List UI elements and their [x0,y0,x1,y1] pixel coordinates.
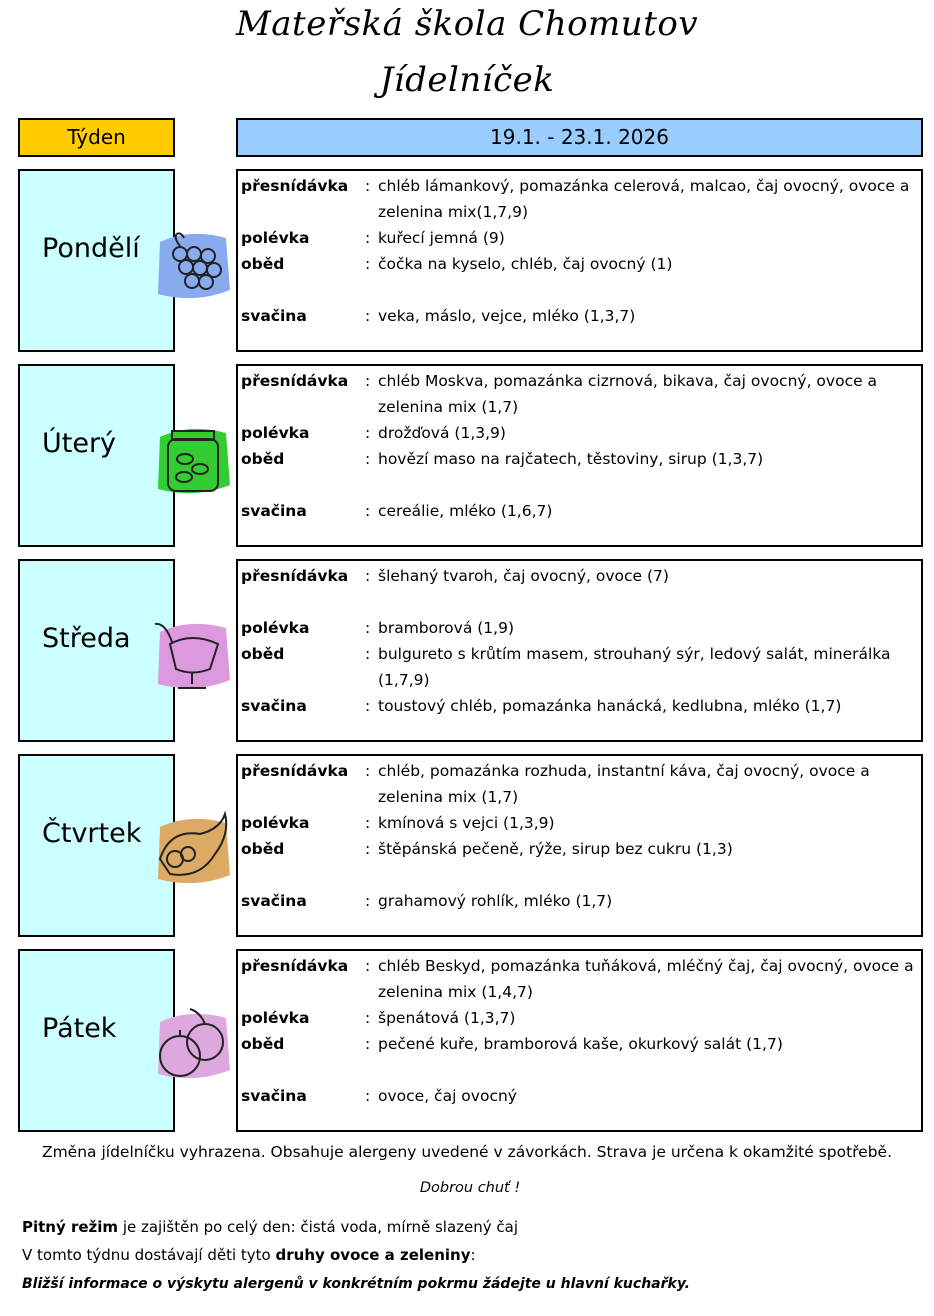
colon: : [365,840,371,858]
meal-label: přesnídávka [241,372,349,390]
fruit-pre: V tomto týdnu dostávají děti tyto [22,1246,276,1264]
colon: : [365,177,371,195]
meal-label: svačina [241,502,307,520]
colon: : [365,307,371,325]
colon: : [365,619,371,637]
day-name: Úterý [42,428,117,459]
sundae-icon [154,622,230,689]
meal-label: svačina [241,892,307,910]
meal-label: polévka [241,424,310,442]
menu-box: přesnídávka: chléb Moskva, pomazánka cizr… [236,364,923,547]
cornucopia-icon [158,810,230,884]
drinking-regime-text: je zajištěn po celý den: čistá voda, mír… [118,1218,519,1236]
meal-value: chléb Moskva, pomazánka cizrnová, bikava… [378,372,878,416]
meal-label: přesnídávka [241,177,349,195]
meal-value: toustový chléb, pomazánka hanácká, kedlu… [378,697,842,715]
day-box: Pondělí [18,169,175,352]
day-name: Čtvrtek [42,818,142,849]
meal-label: polévka [241,1009,310,1027]
menu-box: přesnídávka: chléb lámankový, pomazánka c… [236,169,923,352]
meal-value: grahamový rohlík, mléko (1,7) [378,892,613,910]
meal-label: polévka [241,229,310,247]
meal-label: svačina [241,697,307,715]
day-name: Pátek [42,1013,117,1044]
week-range: 19.1. - 23.1. 2026 [236,118,923,157]
meal-value: pečené kuře, bramborová kaše, okurkový s… [378,1035,783,1053]
fruit-note: V tomto týdnu dostávají děti tyto druhy … [22,1246,476,1264]
day-box: Pátek [18,949,175,1132]
colon: : [365,450,371,468]
meal-label: polévka [241,619,310,637]
meal-value: bulgureto s krůtím masem, strouhaný sýr,… [378,645,891,689]
meal-value: chléb, pomazánka rozhuda, instantní káva… [378,762,870,806]
meal-value: kmínová s vejci (1,3,9) [378,814,555,832]
meal-label: přesnídávka [241,762,349,780]
meal-value: bramborová (1,9) [378,619,514,637]
colon: : [365,502,371,520]
colon: : [365,1009,371,1027]
colon: : [365,1035,371,1053]
meal-label: oběd [241,255,285,273]
meal-value: šlehaný tvaroh, čaj ovocný, ovoce (7) [378,567,669,585]
colon: : [365,697,371,715]
wish: Dobrou chuť ! [419,1180,521,1196]
meal-value: chléb Beskyd, pomazánka tuňáková, mléčný… [378,957,914,1001]
meal-value: špenátová (1,3,7) [378,1009,516,1027]
grapes-icon [158,232,230,299]
meal-label: oběd [241,1035,285,1053]
meal-label: svačina [241,1087,307,1105]
meal-label: oběd [241,645,285,663]
drinking-regime-bold: Pitný režim [22,1218,119,1236]
colon: : [365,567,371,585]
fruit-bold: druhy ovoce a zeleniny [275,1246,471,1264]
meal-label: oběd [241,450,285,468]
allergen-info: Bližší informace o výskytu alergenů v ko… [22,1276,690,1292]
apples-icon [158,1008,230,1079]
colon: : [365,229,371,247]
meal-label: oběd [241,840,285,858]
menu-box: přesnídávka: šlehaný tvaroh, čaj ovocný, … [236,559,923,742]
colon: : [365,255,371,273]
meal-value: cereálie, mléko (1,6,7) [378,502,553,520]
meal-value: drožďová (1,3,9) [378,424,506,442]
colon: : [365,892,371,910]
page-title: Jídelníček [379,60,555,100]
day-name: Středa [42,623,131,654]
colon: : [365,762,371,780]
fruit-post: : [470,1246,476,1264]
colon: : [365,957,371,975]
meal-label: přesnídávka [241,567,349,585]
jar-icon [158,428,230,494]
meal-value: veka, máslo, vejce, mléko (1,3,7) [378,307,636,325]
meal-value: chléb lámankový, pomazánka celerová, mal… [378,177,910,221]
meal-value: hovězí maso na rajčatech, těstoviny, sir… [378,450,764,468]
colon: : [365,645,371,663]
menu-box: přesnídávka: chléb Beskyd, pomazánka tuňá… [236,949,923,1132]
notice: Změna jídelníčku vyhrazena. Obsahuje ale… [41,1143,893,1161]
colon: : [365,372,371,390]
meal-value: štěpánská pečeně, rýže, sirup bez cukru … [378,840,733,858]
meal-value: ovoce, čaj ovocný [378,1087,517,1105]
colon: : [365,424,371,442]
menu-box: přesnídávka: chléb, pomazánka rozhuda, in… [236,754,923,937]
meal-value: kuřecí jemná (9) [378,229,505,247]
meal-label: svačina [241,307,307,325]
meal-value: čočka na kyselo, chléb, čaj ovocný (1) [378,255,673,273]
meal-label: polévka [241,814,310,832]
drinking-regime: Pitný režim je zajištěn po celý den: čis… [22,1218,518,1236]
school-name: Mateřská škola Chomutov [235,4,699,44]
colon: : [365,814,371,832]
week-label: Týden [18,118,175,157]
day-name: Pondělí [42,233,140,264]
meal-label: přesnídávka [241,957,349,975]
colon: : [365,1087,371,1105]
